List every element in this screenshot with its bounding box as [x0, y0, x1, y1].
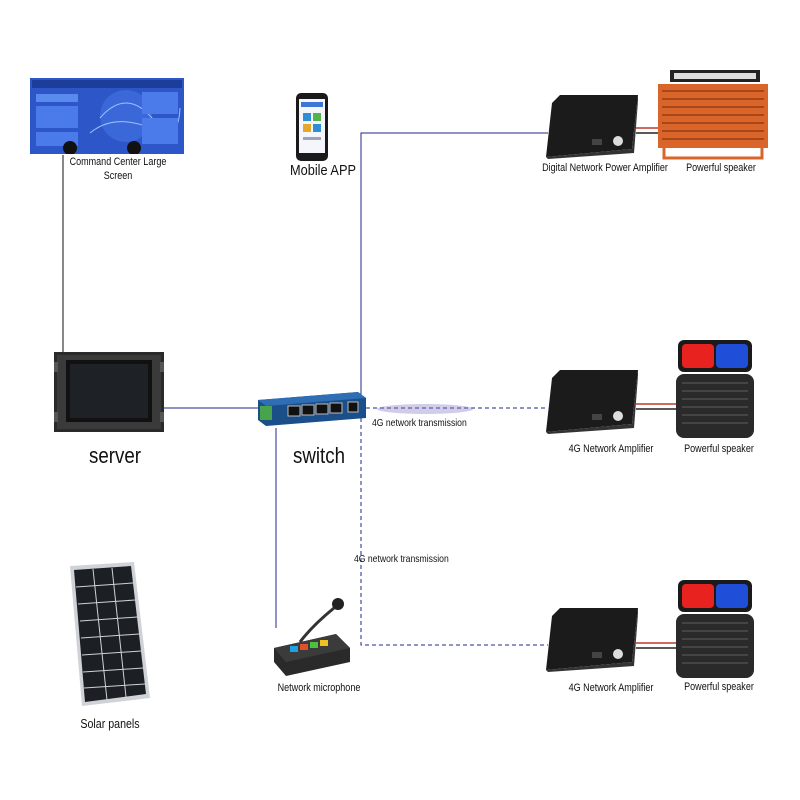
network-switch-icon — [258, 392, 366, 426]
amp2-label: 4G Network Amplifier — [568, 443, 654, 455]
switch-label: switch — [293, 443, 345, 468]
mobile-app-label: Mobile APP — [290, 162, 356, 179]
amp1-node — [546, 95, 638, 159]
speaker-with-lights-icon — [676, 340, 754, 438]
speaker-with-lights-icon — [676, 580, 754, 678]
solar-panel-label: Solar panels — [80, 716, 140, 731]
orange-speaker-icon — [658, 70, 768, 160]
speaker3-node — [676, 580, 754, 678]
speaker2-node — [676, 340, 754, 438]
amp1-label: Digital Network Power Amplifier — [542, 162, 668, 174]
amp3-label: 4G Network Amplifier — [568, 682, 654, 694]
upper-4g-label: 4G network transmission — [372, 417, 467, 429]
line-switch-to-amp3 — [360, 418, 548, 646]
microphone-node — [272, 596, 352, 678]
mobile-app-node — [294, 93, 330, 163]
speaker1-node — [656, 70, 770, 162]
amplifier-icon — [546, 95, 638, 159]
speaker3-label: Powerful speaker — [684, 681, 754, 693]
speaker1-label: Powerful speaker — [686, 162, 756, 174]
amplifier-icon — [546, 608, 638, 672]
amp3-node — [546, 608, 638, 672]
command-center-node — [30, 78, 184, 155]
rack-server-monitor-icon — [54, 352, 164, 432]
desk-microphone-icon — [274, 598, 350, 676]
amplifier-icon — [546, 370, 638, 434]
microphone-label: Network microphone — [277, 682, 361, 694]
lower-4g-label: 4G network transmission — [354, 553, 449, 565]
wireless-signal-icon — [377, 404, 473, 414]
solar-panel-icon — [70, 562, 150, 706]
server-node — [54, 352, 164, 432]
switch-node — [258, 392, 366, 428]
amp2-node — [546, 370, 638, 434]
solar-panel-node — [68, 562, 152, 707]
command-center-label: Command Center Large Screen — [69, 156, 167, 182]
speaker2-label: Powerful speaker — [684, 443, 754, 455]
smartphone-icon — [296, 93, 328, 161]
server-label: server — [89, 443, 141, 468]
line-switch-to-amp1 — [360, 132, 548, 398]
large-screen-icon — [30, 78, 184, 155]
